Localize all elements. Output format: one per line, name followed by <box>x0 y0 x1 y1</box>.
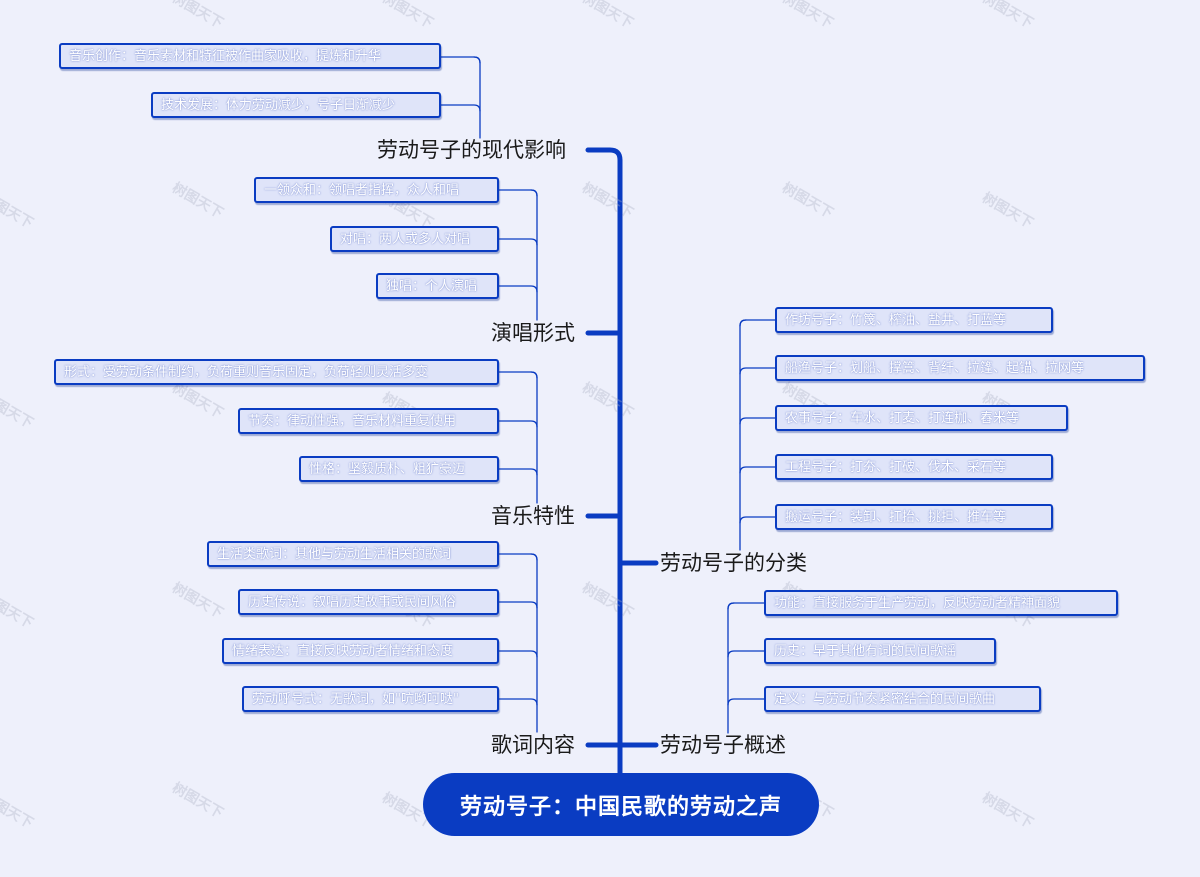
leaf-boat-fishing[interactable]: 船渔号子：划船、撑篙、背纤、拉篷、起锚、拉网等 <box>775 355 1145 381</box>
leaf-solo[interactable]: 独唱：个人演唱 <box>376 273 499 299</box>
classification-stem <box>739 319 747 551</box>
root-topic[interactable]: 劳动号子：中国民歌的劳动之声 <box>423 773 819 836</box>
leaf-emotion[interactable]: 情绪表达：直接反映劳动者情绪和态度 <box>222 638 499 664</box>
classification-link-3 <box>739 466 776 474</box>
overview-link-0 <box>727 602 765 610</box>
classification-link-4 <box>739 516 776 524</box>
leaf-history[interactable]: 历史：早于其他有词的民间歌谣 <box>764 638 996 664</box>
leaf-shout-style[interactable]: 劳动呼号式：无歌词，如"吭哟呵哒" <box>242 686 499 712</box>
singing-forms-link-1 <box>498 238 538 246</box>
classification-link-1 <box>739 367 776 375</box>
branch-singing-forms[interactable]: 演唱形式 <box>491 321 575 345</box>
leaf-transport[interactable]: 搬运号子：装卸、扛抬、挑担、推车等 <box>775 504 1053 530</box>
branch-lyrics-content[interactable]: 歌词内容 <box>491 733 575 757</box>
lyrics-content-link-2 <box>498 650 538 658</box>
music-traits-link-2 <box>498 468 538 476</box>
leaf-engineering[interactable]: 工程号子：打夯、打破、伐木、采石等 <box>775 454 1053 480</box>
lyrics-content-link-1 <box>498 601 538 609</box>
leaf-duet[interactable]: 对唱：两人或多人对唱 <box>330 226 499 252</box>
singing-forms-link-0 <box>498 189 538 197</box>
leaf-lead-chorus[interactable]: 一领众和：领唱者指挥，众人和唱 <box>254 177 499 203</box>
leaf-workshop[interactable]: 作坊号子：竹篾、榨油、盐井、打蓝等 <box>775 307 1053 333</box>
singing-forms-stem <box>530 189 538 321</box>
modern-influence-link-1 <box>440 104 481 112</box>
classification-link-2 <box>739 417 776 425</box>
classification-link-0 <box>739 319 776 327</box>
branch-overview[interactable]: 劳动号子概述 <box>660 733 786 757</box>
leaf-character[interactable]: 性格：坚毅质朴、粗犷豪迈 <box>299 456 499 482</box>
music-traits-link-0 <box>498 371 538 379</box>
leaf-music-composition[interactable]: 音乐创作：音乐素材和特征被作曲家吸收，提炼和升华 <box>59 43 441 69</box>
leaf-form[interactable]: 形式：受劳动条件制约，负荷重则音乐固定，负荷轻则灵活多变 <box>54 359 499 385</box>
leaf-rhythm[interactable]: 节奏：律动性强，音乐材料重复使用 <box>238 408 499 434</box>
overview-link-2 <box>727 698 765 706</box>
leaf-function[interactable]: 功能：直接服务于生产劳动，反映劳动者精神面貌 <box>764 590 1118 616</box>
branch-modern-influence[interactable]: 劳动号子的现代影响 <box>377 138 566 162</box>
leaf-life-lyrics[interactable]: 生活类歌词：其他与劳动生活相关的歌词 <box>207 541 499 567</box>
branch-classification[interactable]: 劳动号子的分类 <box>660 551 807 575</box>
lyrics-content-stem <box>530 553 538 733</box>
music-traits-stem <box>530 371 538 504</box>
leaf-tech-development[interactable]: 技术发展：体力劳动减少，号子日渐减少 <box>151 92 441 118</box>
leaf-definition[interactable]: 定义：与劳动节奏紧密结合的民间歌曲 <box>764 686 1041 712</box>
leaf-farming[interactable]: 农事号子：车水、打麦、打连枷、舂米等 <box>775 405 1068 431</box>
trunk-line <box>585 147 623 776</box>
modern-influence-stem <box>473 56 481 139</box>
music-traits-link-1 <box>498 420 538 428</box>
branch-music-traits[interactable]: 音乐特性 <box>491 504 575 528</box>
lyrics-content-link-3 <box>498 698 538 706</box>
lyrics-content-link-0 <box>498 553 538 561</box>
leaf-history-legend[interactable]: 历史传说：叙唱历史故事或民间风俗 <box>238 589 499 615</box>
overview-stem <box>727 602 735 734</box>
modern-influence-link-0 <box>440 56 481 64</box>
singing-forms-link-2 <box>498 285 538 293</box>
overview-link-1 <box>727 650 765 658</box>
